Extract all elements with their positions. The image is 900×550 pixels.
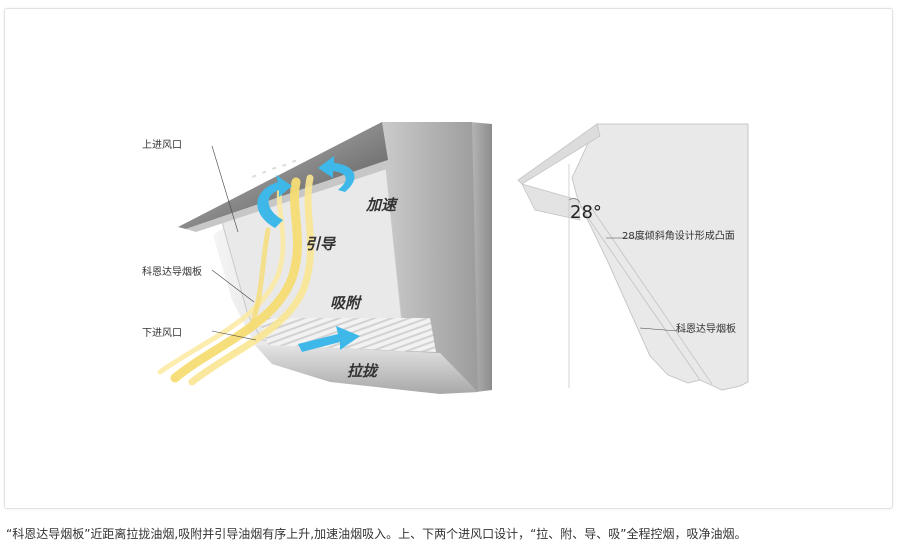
action-guide: 引导 xyxy=(305,235,336,253)
label-angle-note: 28度倾斜角设计形成凸面 xyxy=(622,231,735,242)
action-pull: 拉拢 xyxy=(347,362,378,380)
label-baffle: 科恩达导烟板 xyxy=(142,267,202,278)
arrow-horizontal xyxy=(298,326,360,352)
leader-lines-right xyxy=(606,237,691,333)
description-caption: “科恩达导烟板”近距离拉拢油烟,吸附并引导油烟有序上升,加速油烟吸入。上、下两个… xyxy=(6,527,747,541)
label-lower-inlet: 下进风口 xyxy=(142,328,182,339)
label-right-baffle: 科恩达导烟板 xyxy=(676,324,736,335)
hood-bottom-lip xyxy=(255,345,478,394)
angle-arc xyxy=(568,198,581,203)
arrow-curl-left xyxy=(257,175,292,228)
hood-top-panel xyxy=(178,122,388,229)
action-accelerate: 加速 xyxy=(366,196,397,214)
leader-lines-left xyxy=(211,145,257,341)
smoke-streams xyxy=(157,174,314,386)
angle-value: 28° xyxy=(570,202,602,223)
right-hood-outline xyxy=(571,123,749,391)
label-upper-inlet: 上进风口 xyxy=(142,140,182,151)
action-adsorb: 吸附 xyxy=(330,294,361,312)
airflow-arrows xyxy=(257,156,360,352)
arrow-curl-right xyxy=(318,156,355,192)
control-buttons xyxy=(252,159,297,178)
